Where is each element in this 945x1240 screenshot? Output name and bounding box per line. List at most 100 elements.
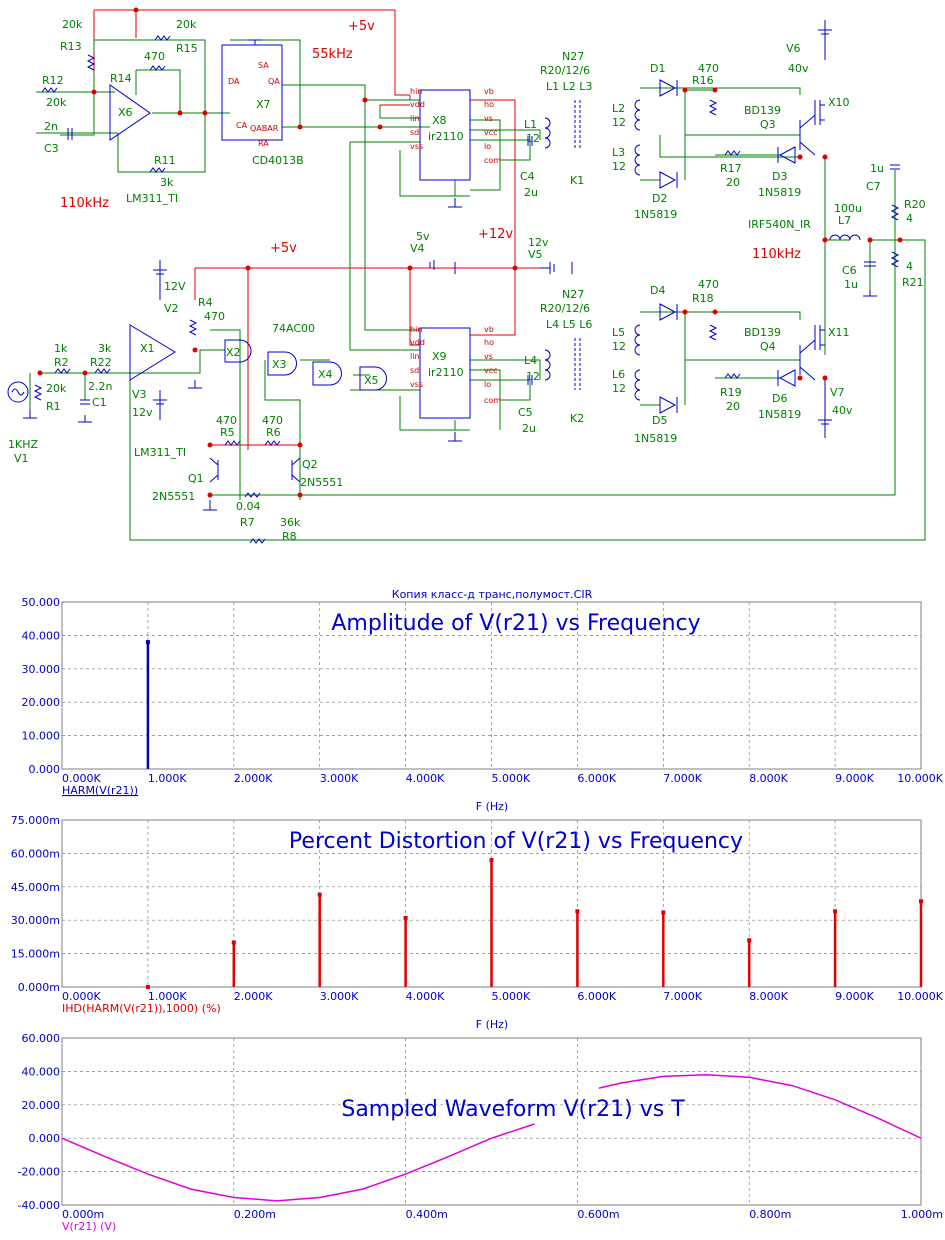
svg-text:vs: vs (484, 114, 493, 123)
part-ref: Q3 (760, 118, 776, 131)
part-value: 470 (204, 310, 225, 323)
x-axis-label: F (Hz) (476, 1018, 508, 1031)
part-ref: R20 (904, 198, 926, 211)
part-ref: X7 (256, 98, 271, 111)
part-model: ir2110 (428, 130, 464, 143)
x-tick-label: 4.000K (406, 990, 445, 1003)
part-ref: L1 (524, 118, 537, 131)
part-model: LM311_TI (126, 192, 178, 205)
part-ref: L7 (838, 214, 851, 227)
pin-label: CA (236, 121, 248, 130)
part-value: 1u (870, 162, 884, 175)
svg-text:lin: lin (410, 352, 420, 361)
part-value: 40v (788, 62, 809, 75)
x-tick-label: 6.000K (577, 990, 616, 1003)
svg-text:sd: sd (410, 128, 419, 137)
part-value: 470 (698, 278, 719, 291)
svg-text:hin: hin (410, 87, 422, 96)
part-model: 2N5551 (300, 476, 343, 489)
part-model: 1N5819 (758, 186, 801, 199)
part-value: 12 (526, 132, 540, 145)
svg-text:vdd: vdd (410, 100, 425, 109)
x-tick-label: 4.000K (406, 772, 445, 785)
part-ref: V5 (528, 248, 543, 261)
x-tick-label: 10.000K (897, 772, 943, 785)
part-value: 12v (132, 406, 153, 419)
svg-text:lo: lo (484, 142, 491, 151)
x-tick-label: 9.000K (835, 990, 874, 1003)
part-value: 12 (612, 160, 626, 173)
part-value: 40v (832, 404, 853, 417)
x-axis-label: F (Hz) (476, 800, 508, 813)
y-tick-label: 60.000m (11, 847, 60, 860)
part-value: 5v (416, 230, 430, 243)
freq-label: 110kHz (752, 247, 801, 262)
part-value: 3k (160, 176, 174, 189)
part-ref: R7 (240, 516, 255, 529)
y-tick-label: 40.000 (22, 1065, 61, 1078)
junction-dots (37, 7, 903, 498)
y-tick-label: -20.000 (18, 1166, 60, 1179)
part-ref: R19 (720, 386, 742, 399)
part-value: 12v (528, 236, 549, 249)
part-value: 0.04 (236, 500, 261, 513)
part-value: 2n (44, 120, 58, 133)
transformer-label: L4 L5 L6 (546, 318, 592, 331)
part-ref: Q1 (188, 472, 204, 485)
part-ref: D6 (772, 392, 787, 405)
y-tick-label: 75.000m (11, 814, 60, 827)
part-value: 470 (144, 50, 165, 63)
harmonic-marker (489, 858, 494, 863)
harmonic-marker (833, 909, 838, 914)
x-tick-label: 6.000K (577, 772, 616, 785)
part-ref: V3 (132, 388, 147, 401)
svg-text:com: com (484, 156, 501, 165)
part-model: 74AC00 (272, 322, 315, 335)
part-value: 20k (62, 18, 83, 31)
y-tick-label: 30.000 (22, 663, 61, 676)
part-ref: L4 (524, 354, 537, 367)
part-ref: V6 (786, 42, 801, 55)
plot-title: Amplitude of V(r21) vs Frequency (331, 611, 700, 636)
harmonic-marker (747, 938, 752, 943)
part-ref: R12 (42, 74, 64, 87)
series-label: HARM(V(r21)) (62, 784, 138, 797)
x-tick-label: 5.000K (492, 990, 531, 1003)
part-value: 12 (612, 340, 626, 353)
part-value: 470 (262, 414, 283, 427)
part-value: 1u (844, 278, 858, 291)
part-ref: R21 (902, 276, 924, 289)
freq-label: 55kHz (312, 47, 353, 62)
part-ref: K2 (570, 412, 584, 425)
part-ref: X1 (140, 342, 155, 355)
part-ref: D4 (650, 284, 665, 297)
part-ref: C3 (44, 142, 59, 155)
part-ref: L2 (612, 102, 625, 115)
y-tick-label: 60.000 (22, 1032, 61, 1045)
part-model: ir2110 (428, 366, 464, 379)
part-ref: X3 (272, 358, 287, 371)
y-tick-label: -40.000 (18, 1199, 60, 1212)
part-ref: R17 (720, 162, 742, 175)
part-ref: V4 (410, 242, 425, 255)
part-ref: X4 (318, 368, 333, 381)
part-value: 1KHZ (8, 438, 38, 451)
svg-text:vb: vb (484, 87, 494, 96)
plot-title: Sampled Waveform V(r21) vs T (341, 1097, 685, 1122)
part-ref: R1 (46, 400, 61, 413)
part-ref: Q2 (302, 458, 318, 471)
part-value: 12 (612, 382, 626, 395)
x-tick-label: 10.000K (897, 990, 943, 1003)
part-value: 2u (522, 422, 536, 435)
series-label: IHD(HARM(V(r21)),1000) (%) (62, 1002, 221, 1015)
part-value: 20k (46, 382, 67, 395)
part-value: 100u (834, 202, 862, 215)
part-ref: L6 (612, 368, 625, 381)
part-ref: D3 (772, 170, 787, 183)
x-tick-label: 8.000K (749, 990, 788, 1003)
part-ref: C1 (92, 396, 107, 409)
pin-label: QA (268, 77, 280, 86)
part-ref: L3 (612, 146, 625, 159)
waveform-line (61, 1123, 535, 1202)
